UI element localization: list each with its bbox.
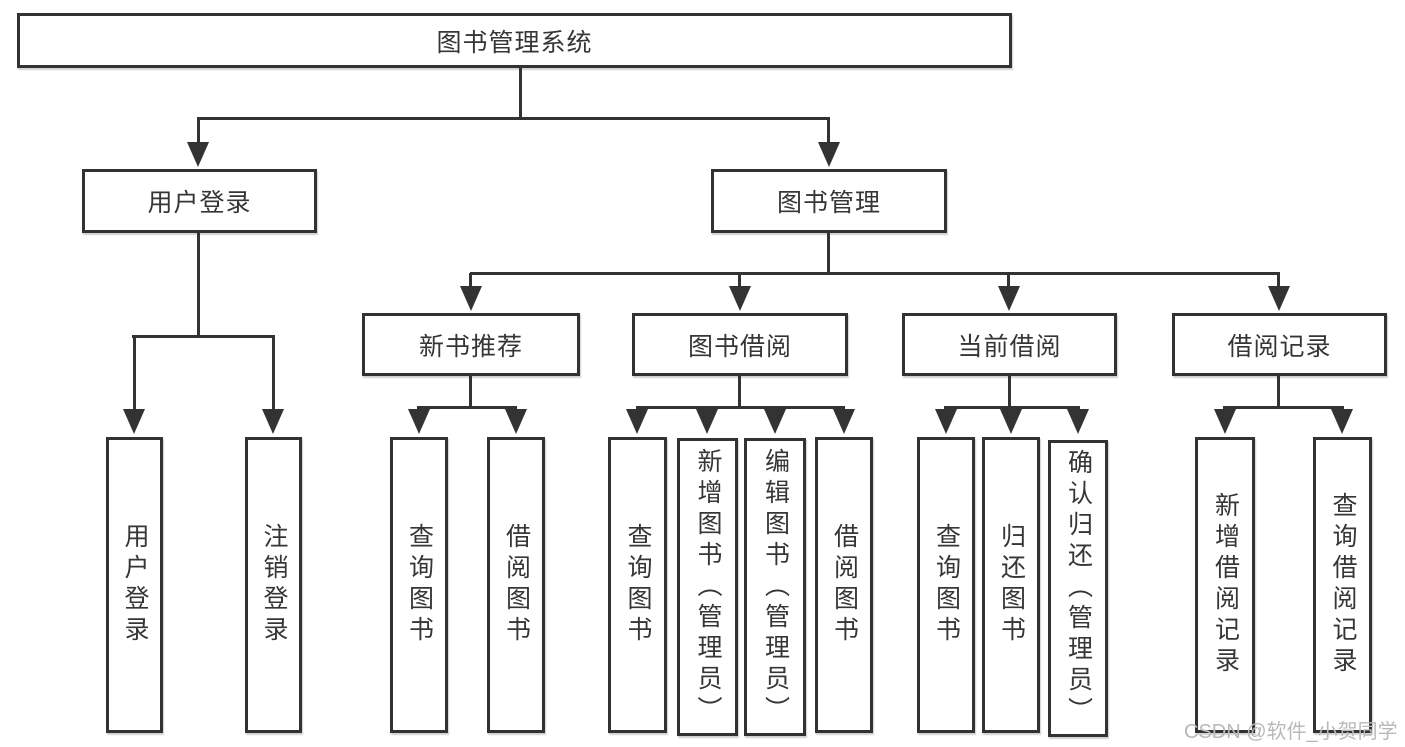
leaf-label: 借阅图书 — [502, 523, 531, 647]
node-current-borrowing: 当前借阅 — [902, 313, 1117, 376]
leaf-query-borrow-record: 查询借阅记录 — [1313, 437, 1372, 733]
leaf-label: 归还图书 — [997, 523, 1026, 647]
connector-line — [197, 118, 200, 148]
arrow-down-icon — [460, 286, 482, 311]
node-label: 用户登录 — [147, 189, 252, 217]
node-user-login: 用户登录 — [82, 169, 317, 233]
leaf-label: 新增图书（管理员） — [694, 447, 722, 727]
connector-line — [470, 272, 1280, 275]
node-borrowing-records: 借阅记录 — [1172, 313, 1387, 376]
leaf-edit-books-admin: 编辑图书（管理员） — [744, 438, 806, 736]
leaf-user-login: 用户登录 — [106, 437, 163, 733]
leaf-label: 用户登录 — [121, 523, 149, 647]
arrow-down-icon — [764, 409, 786, 434]
connector-line — [944, 406, 1080, 409]
node-label: 图书管理系统 — [436, 28, 593, 57]
leaf-label: 确认归还（管理员） — [1064, 449, 1093, 728]
node-new-book-recommend: 新书推荐 — [362, 313, 580, 376]
arrow-down-icon — [262, 409, 284, 434]
connector-line — [1223, 406, 1344, 409]
leaf-label: 查询图书 — [405, 523, 434, 647]
leaf-label: 查询图书 — [932, 523, 961, 647]
node-library-management-system: 图书管理系统 — [17, 13, 1012, 68]
connector-line — [738, 376, 741, 408]
connector-line — [469, 273, 472, 287]
leaf-add-borrow-record: 新增借阅记录 — [1195, 437, 1255, 733]
connector-line — [1277, 376, 1280, 408]
arrow-down-icon — [1214, 409, 1236, 434]
leaf-label: 查询借阅记录 — [1329, 492, 1357, 678]
arrow-down-icon — [1331, 409, 1353, 434]
node-label: 借阅记录 — [1227, 332, 1332, 361]
node-label: 当前借阅 — [957, 332, 1062, 361]
connector-line — [197, 117, 830, 120]
leaf-label: 编辑图书（管理员） — [761, 447, 790, 727]
leaf-label: 注销登录 — [260, 523, 288, 647]
arrow-down-icon — [696, 409, 718, 434]
connector-line — [738, 273, 741, 287]
arrow-down-icon — [123, 409, 145, 434]
connector-line — [272, 336, 275, 410]
leaf-return-books: 归还图书 — [982, 437, 1040, 733]
node-label: 图书管理 — [776, 189, 881, 217]
arrow-down-icon — [626, 409, 648, 434]
arrow-down-icon — [505, 409, 527, 434]
leaf-label: 查询图书 — [624, 523, 652, 647]
leaf-query-books-recommend: 查询图书 — [390, 437, 448, 733]
arrow-down-icon — [935, 409, 957, 434]
connector-line — [827, 118, 830, 148]
connector-line — [197, 233, 200, 336]
node-book-management: 图书管理 — [711, 169, 947, 233]
connector-line — [1277, 273, 1280, 287]
arrow-down-icon — [1000, 409, 1022, 434]
arrow-down-icon — [1268, 286, 1290, 311]
connector-line — [132, 335, 275, 338]
node-label: 图书借阅 — [687, 332, 792, 361]
arrow-down-icon — [833, 409, 855, 434]
leaf-add-books-admin: 新增图书（管理员） — [677, 438, 738, 736]
connector-line — [469, 376, 472, 408]
node-label: 新书推荐 — [418, 332, 523, 361]
arrow-down-icon — [187, 142, 209, 167]
connector-line — [1007, 273, 1010, 287]
leaf-query-books-borrowing: 查询图书 — [608, 437, 667, 733]
connector-line — [1008, 376, 1011, 408]
leaf-borrow-books-borrowing: 借阅图书 — [815, 437, 873, 733]
csdn-watermark: CSDN @软件_小贺同学 — [1184, 721, 1398, 743]
leaf-confirm-return-admin: 确认归还（管理员） — [1048, 440, 1108, 737]
node-book-borrowing: 图书借阅 — [632, 313, 848, 376]
connector-line — [519, 68, 522, 118]
connector-line — [133, 336, 136, 410]
connector-line — [636, 406, 845, 409]
arrow-down-icon — [1067, 409, 1089, 434]
arrow-down-icon — [998, 286, 1020, 311]
connector-line — [827, 233, 830, 274]
leaf-label: 借阅图书 — [830, 523, 859, 647]
leaf-label: 新增借阅记录 — [1211, 492, 1240, 678]
leaf-logout-login: 注销登录 — [245, 437, 302, 733]
arrow-down-icon — [729, 286, 751, 311]
arrow-down-icon — [818, 142, 840, 167]
leaf-query-books-current: 查询图书 — [917, 437, 975, 733]
arrow-down-icon — [408, 409, 430, 434]
leaf-borrow-books-recommend: 借阅图书 — [487, 437, 545, 733]
connector-line — [417, 406, 517, 409]
